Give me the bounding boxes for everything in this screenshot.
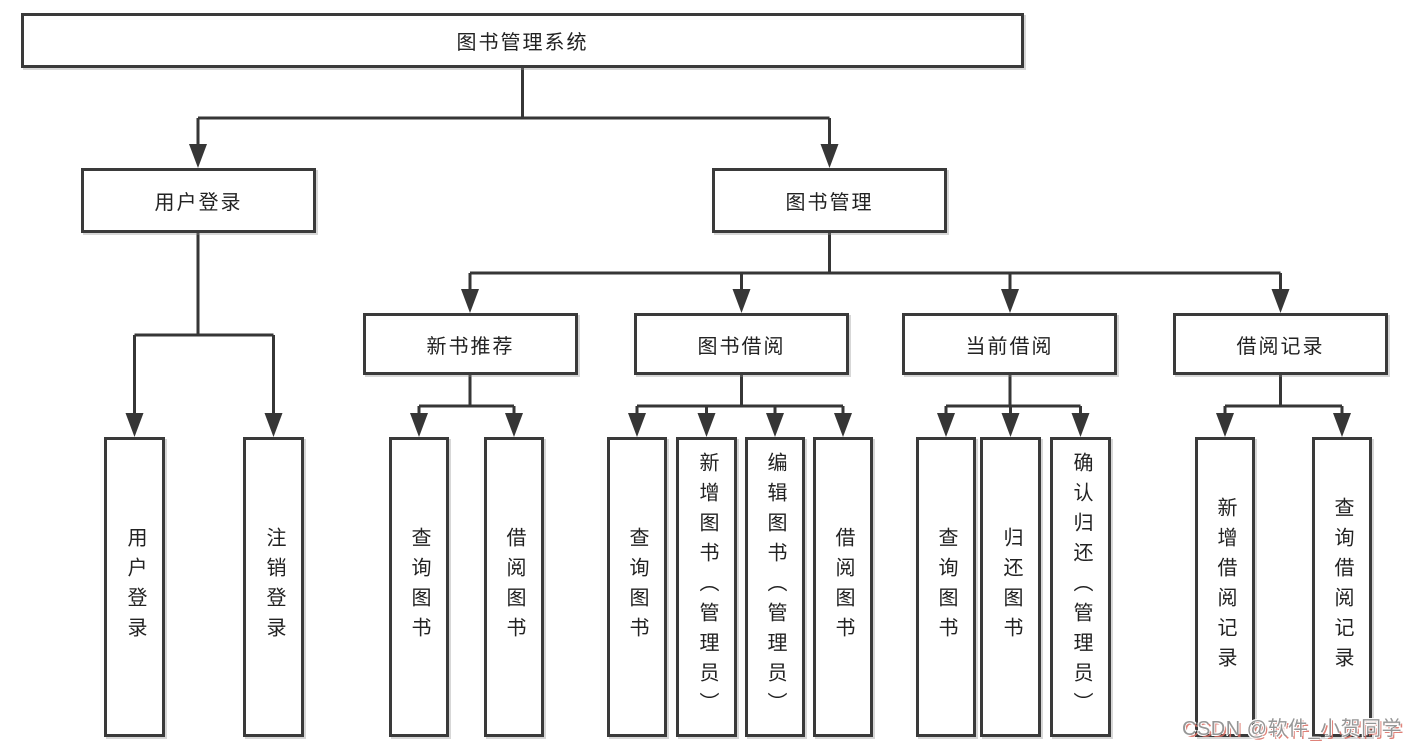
leaf-user-login: 用户登录 [104, 437, 165, 737]
node-new-book-recommend: 新书推荐 [363, 313, 578, 375]
leaf-recommend-query-book: 查询图书 [389, 437, 449, 737]
leaf-borrow-edit-book: 编辑图书（管理员） [745, 437, 805, 737]
leaf-logout: 注销登录 [243, 437, 304, 737]
node-borrow-record: 借阅记录 [1173, 313, 1388, 375]
leaf-borrow-query-book: 查询图书 [607, 437, 667, 737]
node-user-login: 用户登录 [81, 168, 316, 233]
leaf-borrow-add-book: 新增图书（管理员） [676, 437, 737, 737]
leaf-recommend-borrow-book: 借阅图书 [484, 437, 544, 737]
leaf-record-add-record: 新增借阅记录 [1195, 437, 1255, 737]
leaf-current-confirm-return: 确认归还（管理员） [1050, 437, 1111, 737]
node-book-management: 图书管理 [712, 168, 947, 233]
watermark: CSDN @软件_小贺同学 [1182, 718, 1403, 740]
leaf-current-return-book: 归还图书 [980, 437, 1041, 737]
leaf-record-query-record: 查询借阅记录 [1312, 437, 1372, 737]
node-book-borrow: 图书借阅 [634, 313, 849, 375]
leaf-borrow-borrow-book: 借阅图书 [813, 437, 873, 737]
node-root: 图书管理系统 [21, 13, 1024, 68]
node-current-borrow: 当前借阅 [902, 313, 1117, 375]
leaf-current-query-book: 查询图书 [916, 437, 976, 737]
